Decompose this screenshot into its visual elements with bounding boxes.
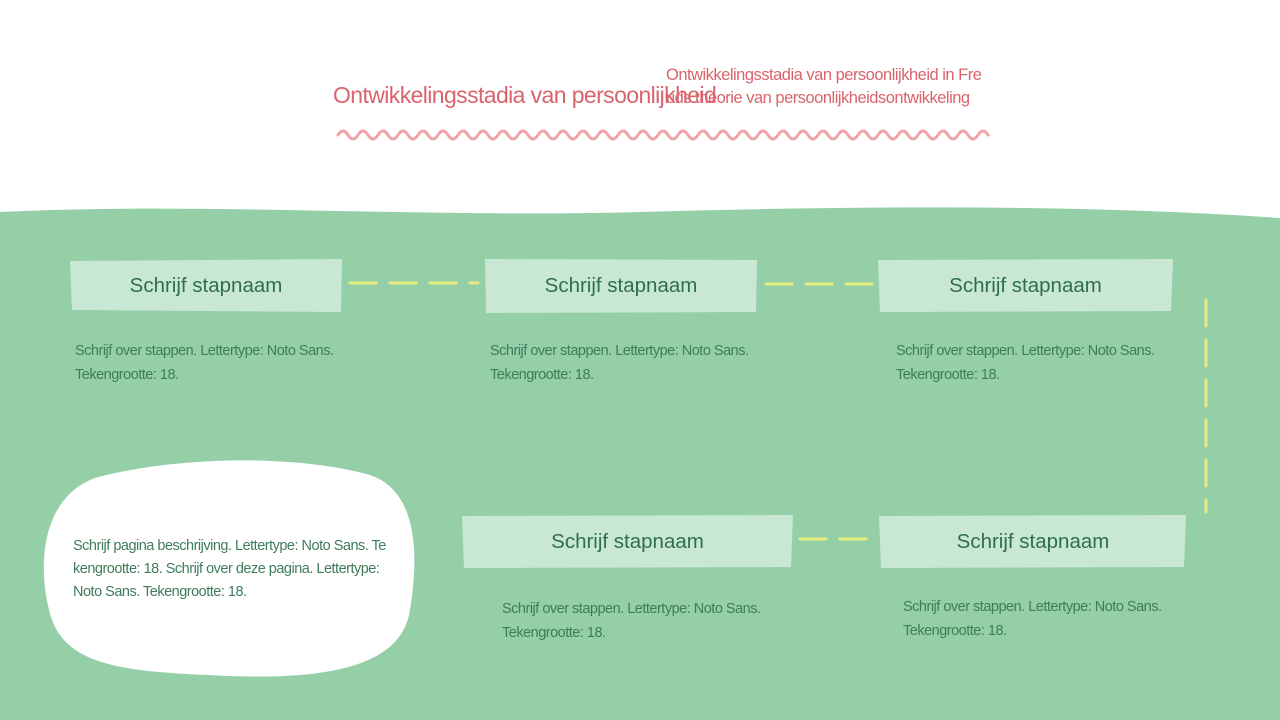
connector-lines (348, 281, 1208, 541)
step-4-title: Schrijf stapnaam (956, 530, 1110, 553)
step-3-title: Schrijf stapnaam (949, 274, 1102, 297)
step-4-description: Schrijf over stappen. Lettertype: Noto S… (903, 599, 1162, 639)
step-5-title: Schrijf stapnaam (551, 530, 704, 553)
step-box-shape-2 (485, 259, 757, 313)
step-3-description: Schrijf over stappen. Lettertype: Noto S… (896, 343, 1155, 383)
step-1-title: Schrijf stapnaam (129, 274, 283, 297)
wavy-underline (336, 129, 990, 141)
step-2-title: Schrijf stapnaam (544, 274, 698, 297)
step-5-description: Schrijf over stappen. Lettertype: Noto S… (502, 601, 761, 641)
step-2-description: Schrijf over stappen. Lettertype: Noto S… (490, 343, 749, 383)
step-1-description: Schrijf over stappen. Lettertype: Noto S… (75, 343, 334, 383)
description-blob (43, 460, 415, 677)
page-description: Schrijf pagina beschrijving. Lettertype:… (73, 538, 386, 600)
page-subtitle: Ontwikkelingsstadia van persoonlijkheid … (666, 66, 982, 107)
step-box-shapes (70, 259, 1186, 568)
step-box-shape-3 (878, 259, 1173, 312)
page-title: Ontwikkelingsstadia van persoonlijkheid (333, 82, 717, 108)
step-box-shape-4 (879, 515, 1186, 568)
step-box-shape-5 (462, 515, 793, 568)
step-box-shape-1 (70, 259, 342, 312)
